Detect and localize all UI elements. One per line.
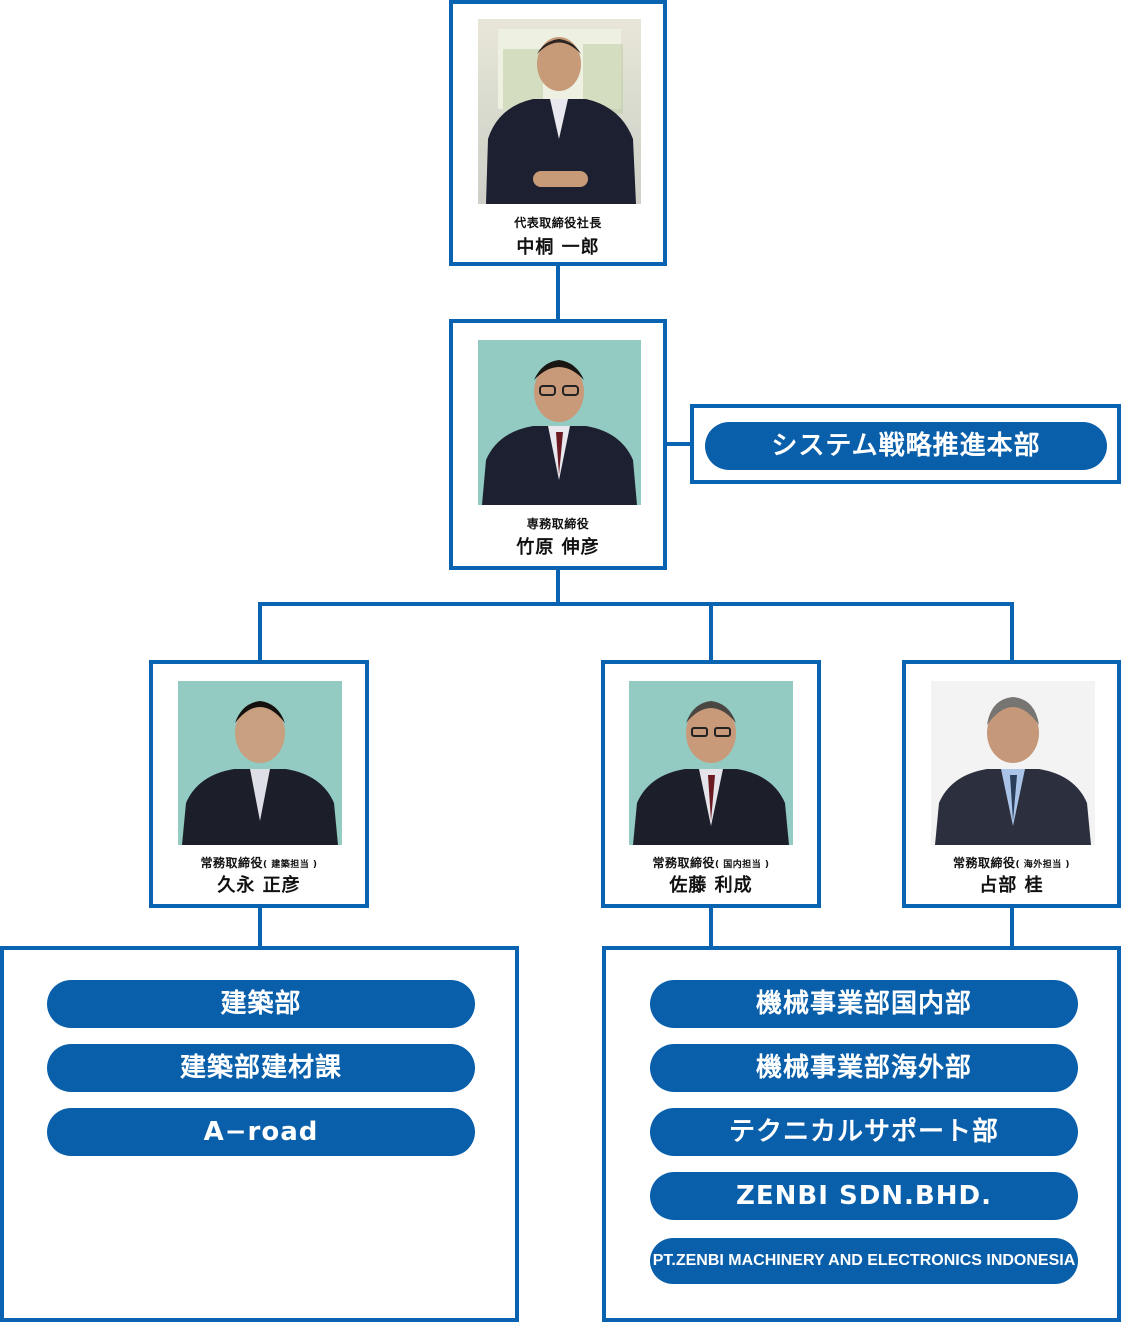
exec-right-role: 常務取締役( 海外担当 ) bbox=[906, 854, 1117, 871]
senior-card: 専務取締役 竹原 伸彦 bbox=[449, 319, 667, 570]
exec-right-role-scope: ( 海外担当 ) bbox=[1015, 860, 1070, 870]
right-depts-box: 機械事業部国内部 機械事業部海外部 テクニカルサポート部 ZENBI SDN.B… bbox=[602, 946, 1121, 1322]
dept-pill: PT.ZENBI MACHINERY AND ELECTRONICS INDON… bbox=[650, 1238, 1078, 1284]
connector-right-depts bbox=[1010, 906, 1014, 948]
connector-to-right bbox=[1010, 602, 1014, 662]
exec-mid-card: 常務取締役( 国内担当 ) 佐藤 利成 bbox=[601, 660, 821, 908]
senior-name: 竹原 伸彦 bbox=[516, 537, 600, 558]
exec-right-photo bbox=[931, 681, 1095, 845]
ceo-name: 中桐 一郎 bbox=[516, 237, 600, 258]
connector-to-mid bbox=[709, 602, 713, 662]
exec-left-role-title: 常務取締役 bbox=[200, 856, 263, 870]
dept-pill: 機械事業部国内部 bbox=[650, 980, 1078, 1028]
connector-horizontal bbox=[258, 602, 1014, 606]
dept-pill: A−road bbox=[47, 1108, 475, 1156]
dept-pill: テクニカルサポート部 bbox=[650, 1108, 1078, 1156]
connector-to-left bbox=[258, 602, 262, 662]
exec-left-role-scope: ( 建築担当 ) bbox=[263, 860, 318, 870]
exec-right-role-title: 常務取締役 bbox=[952, 856, 1016, 870]
exec-right-card: 常務取締役( 海外担当 ) 占部 桂 bbox=[902, 660, 1121, 908]
exec-mid-role: 常務取締役( 国内担当 ) bbox=[605, 854, 817, 871]
senior-role: 専務取締役 bbox=[526, 517, 590, 531]
ceo-photo bbox=[478, 19, 641, 204]
exec-mid-name: 佐藤 利成 bbox=[669, 875, 753, 896]
exec-left-photo bbox=[178, 681, 342, 845]
connector-ceo-senior bbox=[556, 264, 560, 321]
left-depts-box: 建築部 建築部建材課 A−road bbox=[0, 946, 519, 1322]
ceo-role: 代表取締役社長 bbox=[514, 216, 602, 230]
system-dept-pill: システム戦略推進本部 bbox=[705, 422, 1107, 470]
exec-right-name: 占部 桂 bbox=[979, 875, 1044, 896]
exec-left-card: 常務取締役( 建築担当 ) 久永 正彦 bbox=[149, 660, 369, 908]
senior-photo bbox=[478, 340, 641, 505]
connector-left-depts bbox=[258, 906, 262, 948]
exec-mid-role-title: 常務取締役 bbox=[652, 856, 715, 870]
connector-mid-depts bbox=[709, 906, 713, 948]
exec-left-name: 久永 正彦 bbox=[217, 875, 301, 896]
system-dept-box: システム戦略推進本部 bbox=[690, 404, 1121, 484]
connector-senior-down bbox=[556, 568, 560, 604]
dept-pill: 建築部建材課 bbox=[47, 1044, 475, 1092]
ceo-card: 代表取締役社長 中桐 一郎 bbox=[449, 0, 667, 266]
dept-pill: 建築部 bbox=[47, 980, 475, 1028]
dept-pill: ZENBI SDN.BHD. bbox=[650, 1172, 1078, 1220]
exec-mid-role-scope: ( 国内担当 ) bbox=[715, 860, 770, 870]
dept-pill: 機械事業部海外部 bbox=[650, 1044, 1078, 1092]
connector-senior-system bbox=[666, 442, 692, 446]
exec-left-role: 常務取締役( 建築担当 ) bbox=[153, 854, 365, 871]
exec-mid-photo bbox=[629, 681, 793, 845]
